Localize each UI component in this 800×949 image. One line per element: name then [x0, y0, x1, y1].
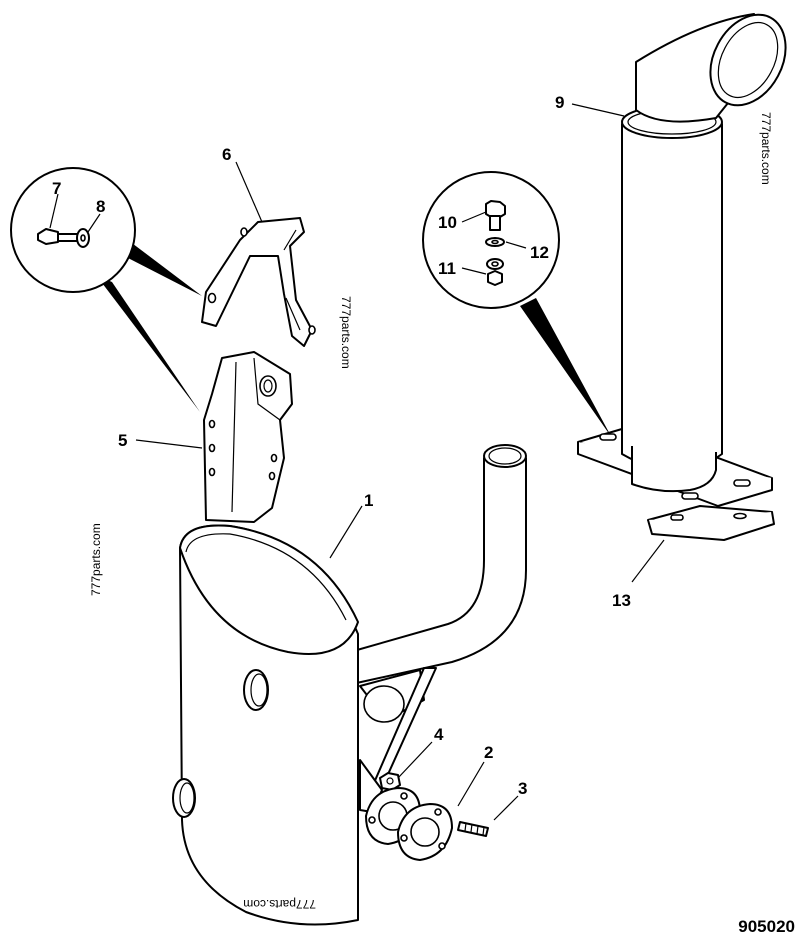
nut-11 — [487, 270, 503, 286]
callout-8: 8 — [96, 197, 105, 216]
callout-1: 1 — [364, 491, 373, 510]
gasket-plate-13 — [647, 505, 775, 541]
callout-6: 6 — [222, 145, 231, 164]
watermark-text: 777parts.com — [243, 897, 316, 911]
callout-4: 4 — [434, 725, 444, 744]
callout-3: 3 — [518, 779, 527, 798]
callout-9: 9 — [555, 93, 564, 112]
callout-13: 13 — [612, 591, 631, 610]
callout-10: 10 — [438, 213, 457, 232]
gasket-2 — [365, 787, 453, 861]
callout-7: 7 — [52, 179, 61, 198]
watermark-text: 777parts.com — [339, 296, 353, 369]
leader-lines — [49, 103, 665, 821]
muffler-outlet-pipe — [349, 444, 527, 813]
bracket-6 — [201, 217, 316, 347]
bracket-5 — [203, 351, 293, 523]
detail-circle-mount-hardware — [422, 171, 612, 438]
washer-8 — [76, 228, 90, 248]
callout-11: 11 — [438, 259, 456, 278]
muffler-port — [243, 669, 269, 711]
watermark-text: 777parts.com — [89, 523, 103, 596]
bracket-hole — [207, 292, 217, 304]
detail-circle-bolt-washer — [10, 167, 202, 412]
callout-5: 5 — [118, 431, 127, 450]
callout-2: 2 — [484, 743, 493, 762]
washer-12 — [485, 237, 505, 247]
drawing-number: 905020 — [738, 917, 795, 936]
bolt-10 — [485, 200, 506, 231]
callout-12: 12 — [530, 243, 549, 262]
watermark-text: 777parts.com — [759, 112, 773, 185]
stud-3 — [457, 821, 489, 837]
exhaust-stack-9 — [621, 13, 787, 493]
nut-4 — [379, 772, 401, 791]
washer-11 — [486, 258, 504, 270]
muffler-1 — [172, 524, 359, 926]
